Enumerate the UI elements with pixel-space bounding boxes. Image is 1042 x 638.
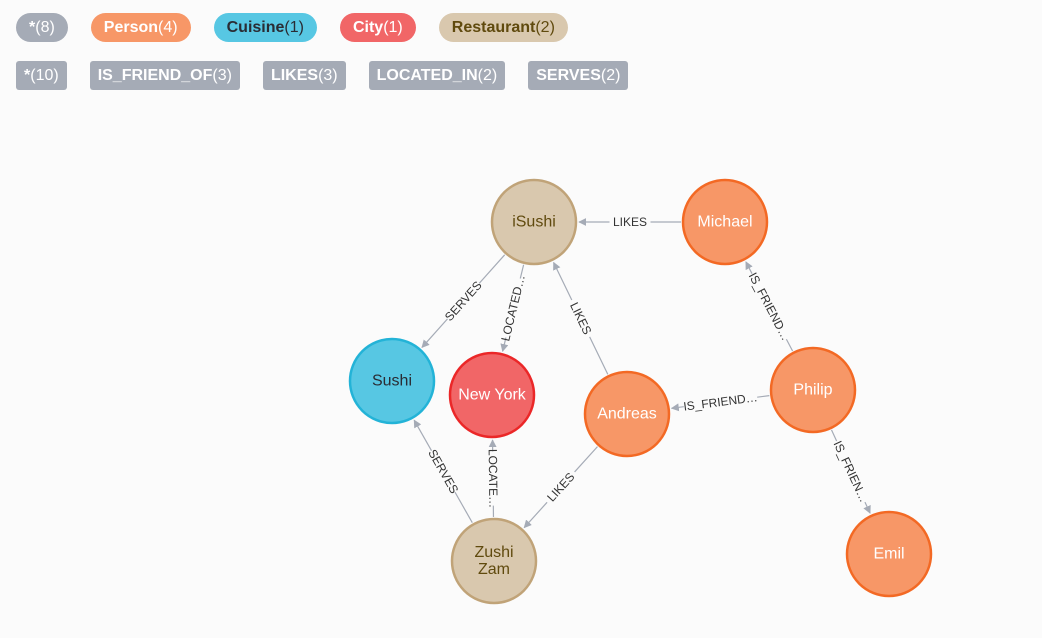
- relationship-arrow: [421, 318, 448, 349]
- pill-count: (2): [535, 19, 555, 36]
- relationship-philip-andreas[interactable]: IS_FRIEND…: [670, 390, 770, 414]
- pill-count: (1): [383, 19, 403, 36]
- node-circle: [769, 346, 857, 434]
- pill-count: (2): [477, 67, 498, 84]
- pill-count: (2): [600, 67, 621, 84]
- rel-type-pill-serves[interactable]: SERVES(2): [528, 61, 629, 90]
- pill-count: (10): [30, 67, 59, 84]
- relationship-caption: LOCATED…: [498, 273, 528, 342]
- node-label-pill-city[interactable]: City(1): [339, 13, 416, 42]
- pill-count: (3): [212, 67, 232, 84]
- node-isushi[interactable]: iSushi: [490, 178, 578, 266]
- relationship-zushizam-newyork[interactable]: LOCATE…: [486, 439, 501, 518]
- relationship-line: [757, 395, 770, 398]
- rel-type-pill-located-in[interactable]: LOCATED_IN(2): [368, 61, 506, 90]
- pill-name: Cuisine: [226, 19, 285, 36]
- node-caption: Sushi: [372, 373, 412, 390]
- node-label-pill-cuisine[interactable]: Cuisine(1): [213, 13, 317, 42]
- pill-name: City: [352, 19, 384, 36]
- pill-name: Restaurant: [451, 19, 536, 36]
- relationship-caption: LOCATE…: [486, 449, 501, 508]
- relationship-zushizam-sushi[interactable]: SERVES: [413, 419, 473, 524]
- relationship-arrow: [523, 501, 548, 529]
- node-label-pill-all[interactable]: *(8): [16, 13, 68, 42]
- node-circle: [348, 337, 436, 425]
- node-caption: Zam: [478, 561, 510, 578]
- rel-type-pill-likes[interactable]: LIKES(3): [262, 61, 346, 90]
- relationship-arrow: [500, 337, 509, 353]
- pill-name: *: [24, 67, 31, 84]
- pill-name: IS_FRIEND_OF: [97, 67, 213, 84]
- node-caption: Michael: [697, 214, 752, 231]
- node-caption: Emil: [873, 546, 904, 563]
- relationship-arrow: [553, 261, 573, 301]
- node-sushi[interactable]: Sushi: [348, 337, 436, 425]
- node-michael[interactable]: Michael: [681, 178, 769, 266]
- node-andreas[interactable]: Andreas: [583, 370, 671, 458]
- relationship-arrow: [863, 501, 871, 514]
- pill-count: (4): [158, 19, 178, 36]
- relationship-line: [454, 491, 473, 524]
- relationship-caption: SERVES: [425, 447, 461, 496]
- node-circle: [845, 510, 933, 598]
- relationship-caption: SERVES: [442, 278, 485, 323]
- relationship-caption: LIKES: [544, 470, 577, 505]
- relationship-andreas-isushi[interactable]: LIKES: [553, 261, 609, 375]
- relationship-arrow: [413, 419, 433, 452]
- node-caption: Zushi: [474, 544, 513, 561]
- relationship-line: [478, 254, 506, 284]
- relationship-philip-emil[interactable]: IS_FRIEN…: [830, 429, 871, 514]
- relationship-line: [519, 264, 525, 279]
- relationship-line: [574, 446, 598, 473]
- node-caption: Philip: [793, 382, 832, 399]
- node-philip[interactable]: Philip: [769, 346, 857, 434]
- pill-name: LOCATED_IN: [376, 67, 478, 84]
- relationship-philip-michael[interactable]: IS_FRIEND…: [745, 261, 794, 352]
- relationship-caption: IS_FRIEND…: [746, 270, 793, 343]
- relationship-michael-isushi[interactable]: LIKES: [578, 215, 681, 229]
- pill-name: Person: [103, 19, 159, 36]
- node-newyork[interactable]: New York: [448, 351, 536, 439]
- node-emil[interactable]: Emil: [845, 510, 933, 598]
- node-circle: [448, 351, 536, 439]
- pill-count: (1): [284, 19, 304, 36]
- node-caption: Andreas: [597, 406, 657, 423]
- relationship-caption: LIKES: [567, 300, 594, 337]
- node-circle: [583, 370, 671, 458]
- relationship-line: [830, 429, 838, 442]
- node-caption: iSushi: [512, 214, 556, 231]
- relationship-caption: IS_FRIEND…: [683, 390, 759, 413]
- node-label-legend: *(8) Person(4) Cuisine(1) City(1) Restau…: [16, 13, 591, 42]
- rel-type-pill-is-friend-of[interactable]: IS_FRIEND_OF(3): [89, 61, 240, 90]
- relationship-isushi-newyork[interactable]: LOCATED…: [498, 264, 528, 353]
- relationship-arrow: [745, 261, 753, 274]
- pill-name: *: [29, 19, 36, 36]
- relationship-isushi-sushi[interactable]: SERVES: [421, 254, 506, 349]
- relationship-andreas-zushizam[interactable]: LIKES: [523, 446, 598, 529]
- relationship-line: [589, 336, 609, 375]
- relationship-arrow: [670, 403, 684, 412]
- relationship-type-legend: *(10) IS_FRIEND_OF(3) LIKES(3) LOCATED_I…: [16, 61, 651, 90]
- relationship-caption: LIKES: [613, 215, 647, 229]
- pill-count: (3): [318, 67, 338, 84]
- node-label-pill-restaurant[interactable]: Restaurant(2): [438, 13, 568, 42]
- node-caption: New York: [458, 387, 527, 404]
- node-circle: [450, 517, 538, 605]
- pill-name: LIKES: [270, 67, 319, 84]
- rel-type-pill-all[interactable]: *(10): [16, 61, 67, 90]
- pill-name: SERVES: [536, 67, 601, 84]
- pill-count: (8): [35, 19, 55, 36]
- node-circle: [490, 178, 578, 266]
- node-circle: [681, 178, 769, 266]
- relationship-line: [785, 338, 794, 352]
- relationship-caption: IS_FRIEN…: [831, 439, 871, 505]
- node-label-pill-person[interactable]: Person(4): [90, 13, 191, 42]
